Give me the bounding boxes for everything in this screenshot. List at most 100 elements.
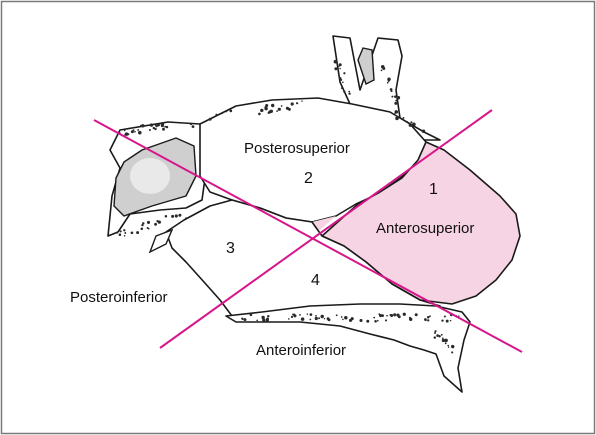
stipple-dot: [443, 315, 446, 318]
stipple-dot: [171, 214, 175, 218]
stipple-dot: [123, 229, 126, 232]
stipple-dot: [164, 125, 167, 128]
stipple-dot: [315, 315, 317, 317]
stipple-dot: [380, 69, 383, 72]
stipple-dot: [261, 315, 265, 320]
stipple-dot: [156, 123, 160, 127]
stipple-dot: [164, 215, 168, 218]
stipple-dot: [142, 222, 145, 225]
stipple-dot: [299, 314, 301, 316]
stipple-dot: [306, 313, 309, 315]
stipple-dot: [208, 117, 212, 121]
stipple-dot: [414, 313, 418, 317]
inferior-bone: [225, 303, 471, 393]
stipple-dot: [447, 344, 450, 347]
stipple-dot: [390, 313, 394, 318]
region-number-4: 4: [311, 272, 320, 289]
stipple-dot: [249, 313, 253, 317]
division-line-b: [159, 109, 493, 349]
stipple-dot: [267, 314, 270, 318]
stipple-dot: [377, 319, 379, 322]
stipple-dot: [221, 112, 224, 115]
stipple-dot: [396, 313, 400, 317]
stipple-dot: [441, 319, 444, 322]
stipple-dot: [348, 92, 351, 95]
stipple-dot: [424, 318, 427, 321]
stipple-dot: [189, 122, 193, 126]
stipple-dot: [260, 108, 264, 113]
stipple-dot: [408, 316, 411, 319]
stipple-dot: [427, 319, 430, 322]
stipple-dot: [444, 338, 448, 343]
stipple-dot: [300, 317, 305, 321]
stipple-dot: [148, 227, 150, 230]
stipple-dot: [434, 332, 436, 334]
stipple-dot: [301, 100, 303, 102]
stipple-dot: [314, 316, 318, 321]
stipple-dot: [130, 231, 134, 235]
stipple-dot: [343, 90, 346, 93]
stipple-dot: [394, 112, 396, 115]
region-number-1: 1: [429, 181, 438, 198]
stipple-dot: [266, 317, 269, 321]
region-number-2: 2: [304, 170, 313, 187]
stipple-dot: [123, 129, 126, 132]
region-number-3: 3: [226, 240, 235, 257]
stipple-dot: [444, 342, 447, 345]
stipple-dot: [386, 81, 389, 84]
stipple-dot: [374, 320, 377, 323]
stipple-dot: [320, 314, 324, 319]
stipple-dot: [241, 317, 244, 320]
stipple-dot: [191, 125, 195, 128]
stipple-dot: [451, 344, 455, 349]
bone-stipple: [115, 59, 460, 354]
stipple-dot: [141, 124, 145, 128]
stipple-dot: [154, 222, 158, 226]
label-anterosuperior: Anterosuperior: [376, 220, 474, 237]
stipple-dot: [395, 116, 399, 121]
stipple-dot: [326, 317, 330, 321]
stipple-dot: [334, 67, 338, 71]
stipple-dot: [348, 318, 353, 322]
stipple-dot: [124, 133, 127, 136]
stipple-dot: [434, 330, 437, 333]
stipple-dot: [148, 128, 151, 132]
stipple-dot: [157, 220, 161, 224]
stipple-dot: [137, 128, 140, 131]
stipple-dot: [451, 351, 454, 354]
stipple-dot: [268, 110, 272, 114]
stipple-dot: [185, 217, 188, 220]
stipple-dot: [394, 101, 398, 105]
stipple-dot: [426, 315, 430, 319]
stipple-dot: [449, 319, 452, 322]
stipple-dot: [262, 318, 266, 322]
stipple-dot: [335, 314, 338, 317]
stipple-dot: [277, 107, 281, 111]
stipple-dot: [141, 223, 144, 227]
stipple-dot: [215, 113, 218, 116]
stipple-dot: [249, 321, 251, 323]
stipple-dot: [433, 336, 437, 339]
stipple-dot: [174, 214, 178, 218]
stipple-dot: [127, 133, 130, 136]
stipple-dot: [395, 111, 397, 113]
stipple-dot: [408, 123, 412, 127]
stipple-dot: [382, 67, 386, 70]
stipple-dot: [402, 312, 406, 316]
stipple-dot: [373, 316, 376, 319]
stipple-dot: [396, 96, 401, 100]
stipple-dot: [348, 90, 351, 93]
stipple-dot: [343, 72, 346, 75]
stipple-dot: [134, 130, 136, 133]
stipple-dot: [393, 313, 397, 317]
stipple-dot: [323, 318, 326, 320]
stipple-dot: [139, 124, 143, 127]
stipple-dot: [410, 121, 413, 124]
stipple-dot: [136, 231, 140, 235]
stipple-dot: [115, 231, 118, 234]
stipple-dot: [339, 67, 341, 70]
stipple-dot: [149, 123, 154, 127]
upper-air-cell: [357, 47, 375, 85]
